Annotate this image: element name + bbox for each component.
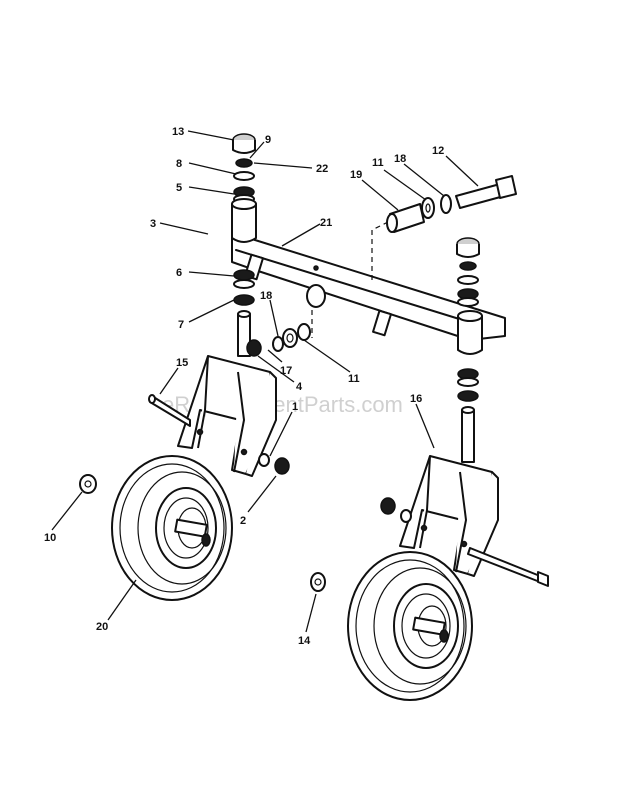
left-spindle-stack[interactable]: [231, 133, 257, 357]
callout-3: 3: [150, 218, 156, 230]
right-wheel[interactable]: [347, 551, 473, 701]
callout-20: 20: [96, 621, 108, 633]
right-spindle-stack[interactable]: [456, 237, 483, 463]
callout-11-top: 11: [372, 157, 384, 169]
left-wheel[interactable]: [111, 455, 233, 601]
right-caster-fork[interactable]: [399, 455, 499, 577]
callout-22: 22: [316, 163, 328, 175]
callout-11-mid: 11: [348, 373, 360, 385]
left-caster-fork[interactable]: [177, 355, 277, 477]
left-axle-nut[interactable]: [258, 453, 290, 475]
callout-2: 2: [240, 515, 246, 527]
leader-lines: [51, 130, 479, 633]
spacer-washers[interactable]: [246, 323, 311, 357]
callout-9: 9: [265, 134, 271, 146]
left-axle-bolt[interactable]: [148, 394, 191, 427]
callout-18-top: 18: [394, 153, 406, 165]
callout-15: 15: [176, 357, 188, 369]
callout-5: 5: [176, 182, 182, 194]
callout-18-mid: 18: [260, 290, 272, 302]
pivot-bolt-assembly[interactable]: [386, 175, 517, 233]
pivot-dash-line: [371, 221, 389, 280]
callout-17: 17: [280, 365, 292, 377]
right-wheel-washer[interactable]: [310, 572, 326, 592]
callout-12: 12: [432, 145, 444, 157]
callout-10: 10: [44, 532, 56, 544]
callout-21: 21: [320, 217, 332, 229]
callout-1: 1: [292, 401, 298, 413]
callout-6: 6: [176, 267, 182, 279]
callout-19: 19: [350, 169, 362, 181]
callout-4: 4: [296, 381, 303, 393]
callout-labels: 13 9 8 22 5 3 21 19 11 18 12 6 7 18 17 4…: [44, 126, 444, 647]
callout-7: 7: [178, 319, 184, 331]
callout-14: 14: [298, 635, 311, 647]
front-axle-beam[interactable]: [231, 231, 506, 341]
right-axle-nut[interactable]: [380, 497, 412, 523]
callout-13: 13: [172, 126, 184, 138]
callout-16: 16: [410, 393, 422, 405]
callout-8: 8: [176, 158, 182, 170]
left-wheel-washer[interactable]: [79, 474, 97, 494]
right-axle-bolt[interactable]: [467, 547, 549, 587]
